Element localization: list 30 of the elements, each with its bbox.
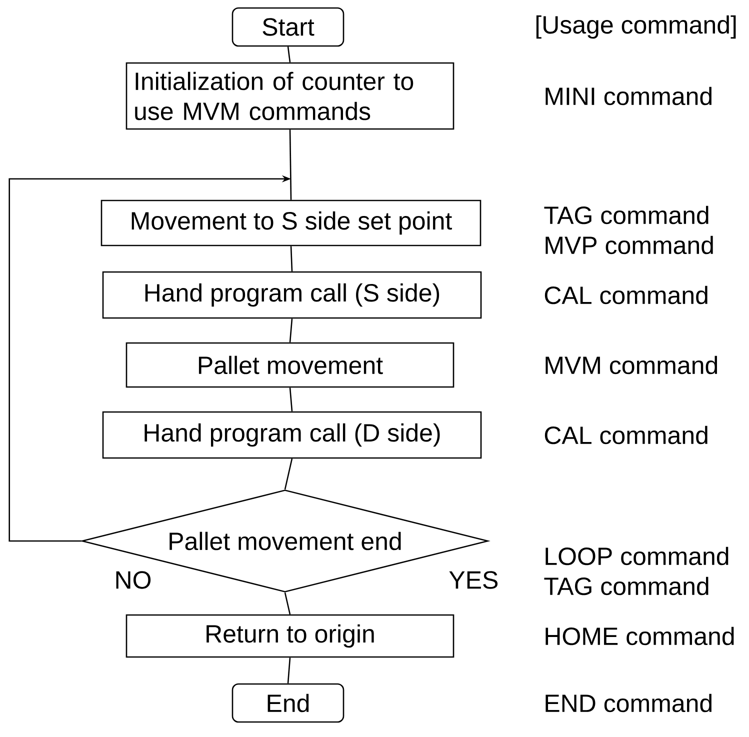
command-label: END command xyxy=(546,694,712,712)
process-box: Pallet movement xyxy=(126,342,454,388)
terminal-box: Start xyxy=(232,7,344,47)
connector-line xyxy=(287,46,291,62)
command-label: MINI command xyxy=(546,86,712,106)
connector-line xyxy=(284,458,293,490)
connector-line xyxy=(289,318,293,342)
terminal-box: End xyxy=(232,683,344,723)
command-label: TAG command xyxy=(544,206,708,224)
connector-line xyxy=(290,246,293,272)
connector-line xyxy=(287,658,291,684)
connector-line xyxy=(289,130,292,200)
process-box: Initialization of counter to use MVM commands xyxy=(126,62,454,130)
command-label: CAL command xyxy=(544,286,708,304)
process-box: Return to origin xyxy=(126,614,454,658)
decision-text: Pallet movement end xyxy=(170,532,401,550)
process-box: Hand program call (S side) xyxy=(102,271,482,319)
command-label: YES xyxy=(449,571,498,589)
connector-line xyxy=(284,592,291,614)
command-label: MVM command xyxy=(546,356,718,374)
command-label: LOOP command xyxy=(546,546,728,566)
command-label: TAG command xyxy=(544,576,708,596)
process-box: Hand program call (D side) xyxy=(102,411,482,459)
command-label: HOME command xyxy=(546,626,734,646)
process-box: Movement to S side set point xyxy=(100,200,482,246)
edge-label: NO xyxy=(113,570,153,590)
command-label: MVP command xyxy=(546,236,713,254)
command-label: [Usage command] xyxy=(536,15,736,39)
connector-line xyxy=(289,388,293,412)
command-label: CAL command xyxy=(544,426,708,444)
